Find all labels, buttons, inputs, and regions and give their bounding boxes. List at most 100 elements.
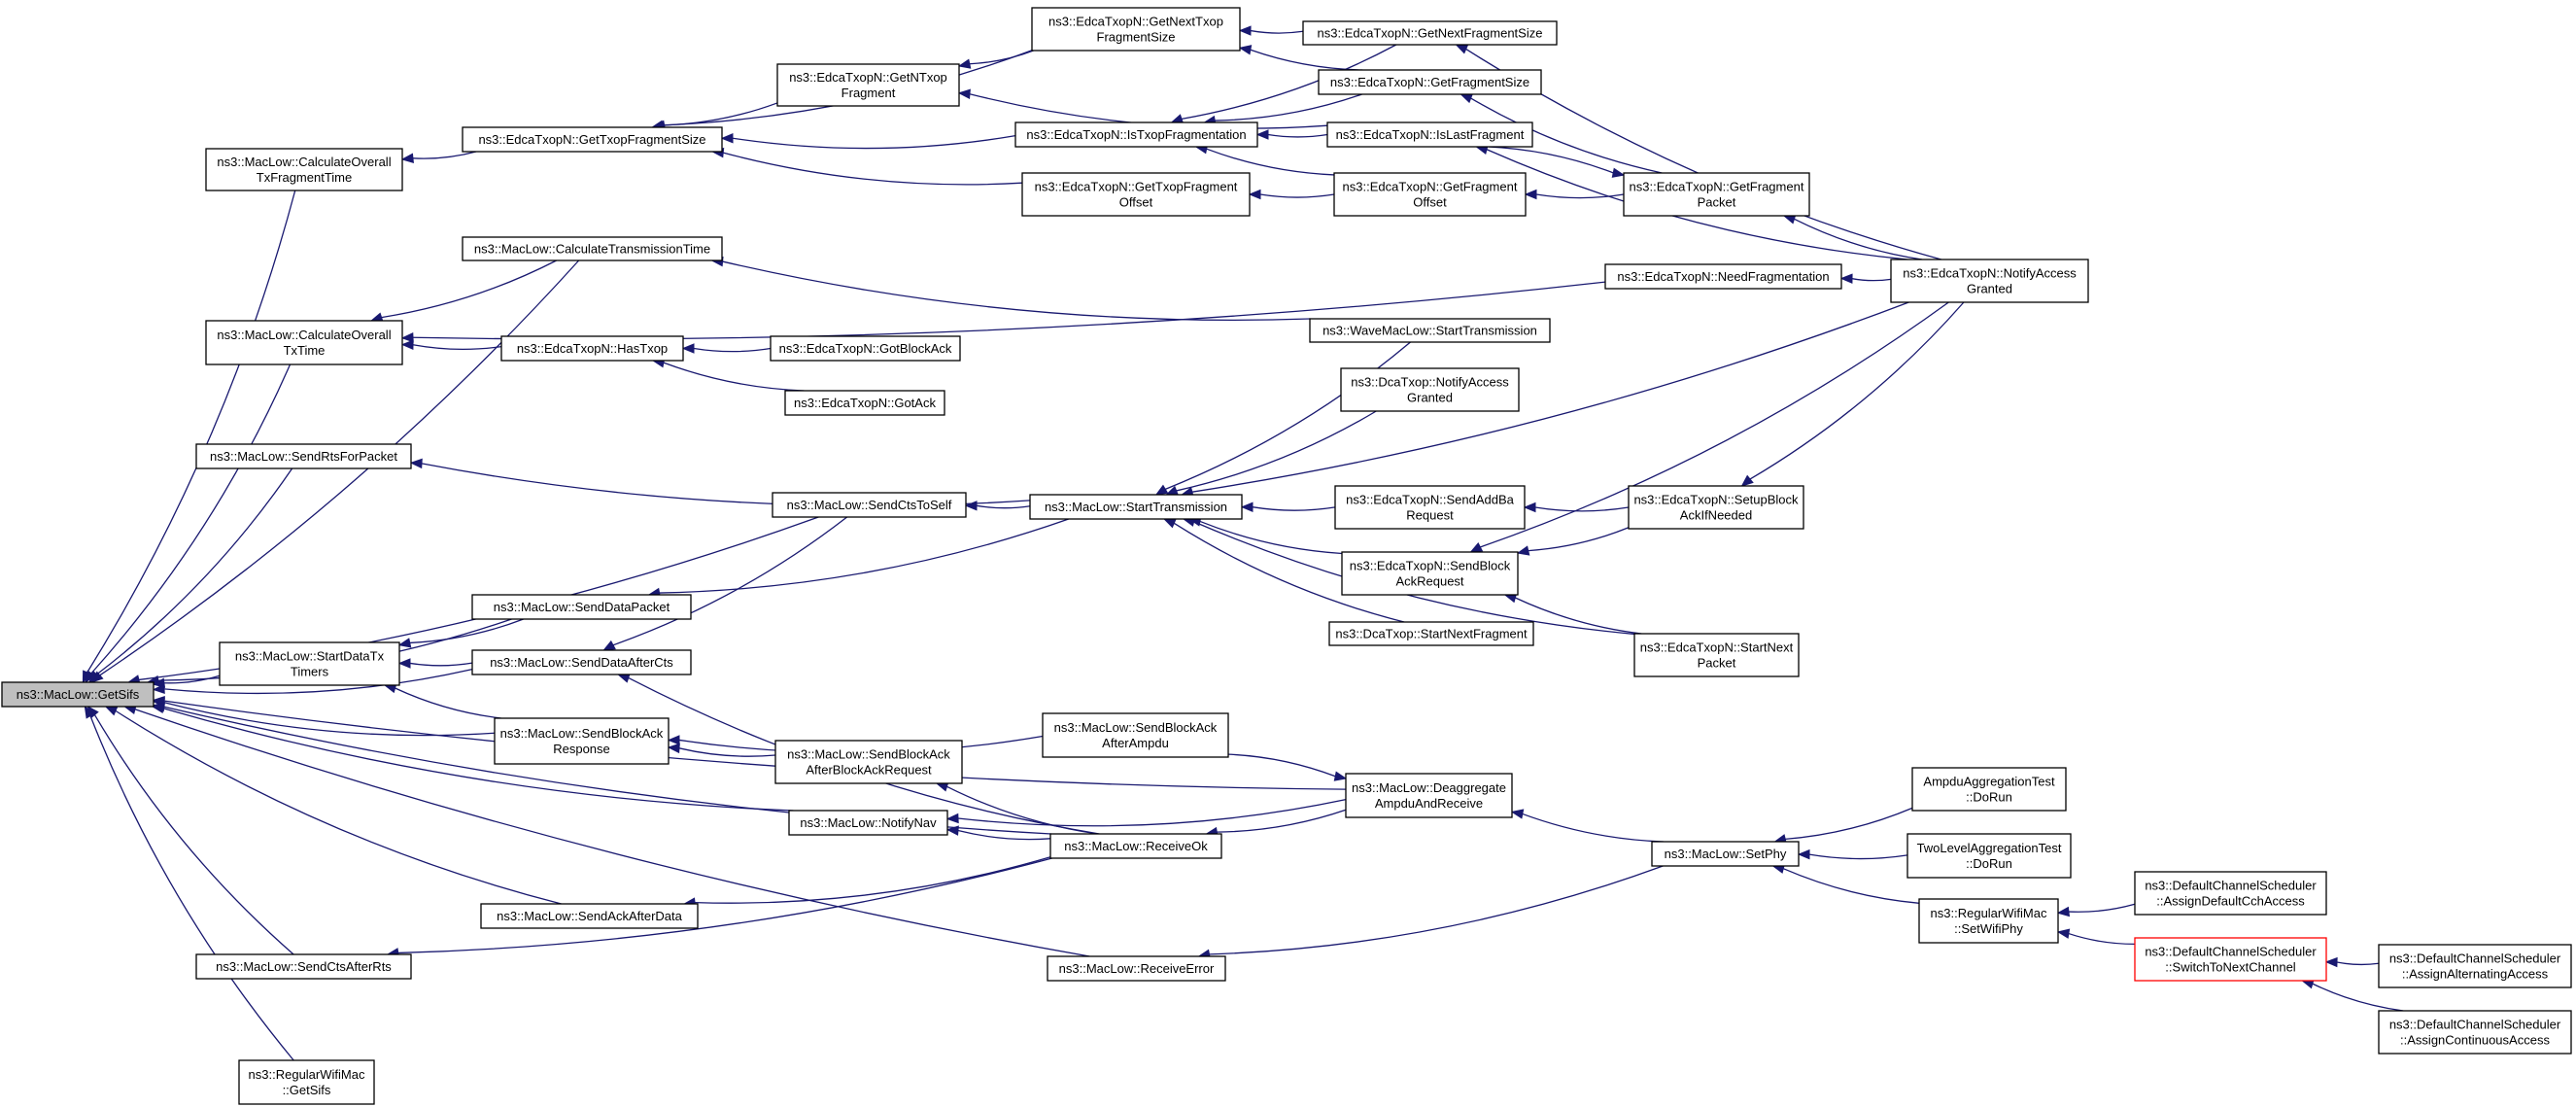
edge-line: [693, 347, 772, 353]
node-ns3-edcatxopn-getfragmentsize[interactable]: ns3::EdcaTxopN::GetFragmentSize: [1318, 69, 1542, 95]
edge-ns3-edcatxopn-notifyaccess-granted-to-ns3-edcatxopn-needfragmentation: [1839, 273, 1892, 284]
edge-ns3-dcatxop-startnextfragment-to-ns3-maclow-starttransmission: [1162, 518, 1405, 623]
node-box: [1651, 841, 1800, 867]
node-box: [788, 810, 948, 836]
edge-ns3-defaultchannelscheduler-assigncontinuousaccess-to-ns3-defaultchannelscheduler-switchtonextchannel: [2301, 979, 2404, 1012]
node-label: Response: [553, 742, 610, 756]
node-ns3-edcatxopn-gotack[interactable]: ns3::EdcaTxopN::GotAck: [784, 390, 945, 416]
node-ns3-regularwifimac-getsifs[interactable]: ns3::RegularWifiMac::GetSifs: [238, 1059, 375, 1105]
node-label: ns3::EdcaTxopN::GotBlockAck: [779, 341, 952, 356]
node-label: Granted: [1967, 282, 2012, 296]
node-ns3-maclow-sendctsafterrts[interactable]: ns3::MacLow::SendCtsAfterRts: [195, 953, 412, 980]
node-ns3-edcatxopn-hastxop[interactable]: ns3::EdcaTxopN::HasTxop: [500, 335, 684, 362]
edge-line: [1480, 301, 1949, 548]
node-ns3-maclow-senddatapacket[interactable]: ns3::MacLow::SendDataPacket: [471, 594, 692, 620]
edge-ns3-edcatxopn-setupblock-ackifneeded-to-ns3-edcatxopn-sendblock-ackrequest: [1516, 527, 1630, 556]
node-ns3-edcatxopn-gotblockack[interactable]: ns3::EdcaTxopN::GotBlockAck: [770, 335, 961, 362]
node-ns3-defaultchannelscheduler-assigndefaultcchaccess[interactable]: ns3::DefaultChannelScheduler::AssignDefa…: [2134, 871, 2327, 916]
node-box: [772, 492, 967, 518]
arrowhead: [1839, 273, 1853, 284]
node-ns3-maclow-sendctstoself[interactable]: ns3::MacLow::SendCtsToSelf: [772, 492, 967, 518]
node-ns3-edcatxopn-gettxopfragmentsize[interactable]: ns3::EdcaTxopN::GetTxopFragmentSize: [462, 126, 723, 153]
edge-ns3-edcatxopn-getfragmentsize-to-ns3-edcatxopn-getnexttxop-fragmentsize: [1238, 45, 1363, 71]
node-label: ns3::MacLow::CalculateOverall: [217, 328, 391, 342]
node-ns3-maclow-getsifs[interactable]: ns3::MacLow::GetSifs: [1, 681, 155, 708]
node-label: ns3::DefaultChannelScheduler: [2389, 951, 2561, 966]
node-ns3-dcatxop-startnextfragment[interactable]: ns3::DcaTxop::StartNextFragment: [1328, 621, 1534, 646]
edge-ns3-edcatxopn-istxopfragmentation-to-ns3-edcatxopn-gettxopfragmentsize: [720, 132, 1016, 150]
edge-line: [412, 151, 477, 159]
node-ns3-maclow-starttransmission[interactable]: ns3::MacLow::StartTransmission: [1029, 494, 1243, 520]
node-ns3-edcatxopn-istxopfragmentation[interactable]: ns3::EdcaTxopN::IsTxopFragmentation: [1014, 121, 1258, 148]
node-ns3-maclow-receiveerror[interactable]: ns3::MacLow::ReceiveError: [1047, 955, 1226, 982]
node-ns3-maclow-senddataaftercts[interactable]: ns3::MacLow::SendDataAfterCts: [471, 649, 692, 675]
arrowhead: [1238, 25, 1252, 36]
edge-ns3-maclow-calculatetransmissiontime-to-ns3-maclow-calculateoverall-txtime: [369, 259, 557, 323]
arrowhead: [681, 343, 695, 354]
node-ns3-regularwifimac-setwifiphy[interactable]: ns3::RegularWifiMac::SetWifiPhy: [1918, 898, 2059, 944]
edge-line: [2336, 961, 2380, 966]
node-ns3-wavemaclow-starttransmission[interactable]: ns3::WaveMacLow::StartTransmission: [1309, 318, 1551, 343]
edge-line: [678, 747, 776, 757]
node-box: [1309, 318, 1551, 343]
node-ns3-edcatxopn-getnextfragmentsize[interactable]: ns3::EdcaTxopN::GetNextFragmentSize: [1302, 20, 1558, 46]
node-label: Request: [1406, 508, 1454, 523]
node-ns3-maclow-calculatetransmissiontime[interactable]: ns3::MacLow::CalculateTransmissionTime: [462, 236, 723, 261]
edge-ns3-edcatxopn-islastfragment-to-ns3-edcatxopn-getfragment-packet: [1488, 146, 1626, 178]
arrowhead: [400, 153, 414, 163]
node-ns3-maclow-notifynav[interactable]: ns3::MacLow::NotifyNav: [788, 810, 948, 836]
node-box: [1340, 367, 1520, 412]
node-ns3-defaultchannelscheduler-assigncontinuousaccess[interactable]: ns3::DefaultChannelScheduler::AssignCont…: [2378, 1010, 2572, 1055]
node-ampduaggregationtest-dorun[interactable]: AmpduAggregationTest::DoRun: [1911, 767, 2067, 812]
node-ns3-maclow-sendblockack-afterblockackrequest[interactable]: ns3::MacLow::SendBlockAckAfterBlockAckRe…: [774, 740, 963, 784]
node-ns3-maclow-sendackafterdata[interactable]: ns3::MacLow::SendAckAfterData: [480, 903, 699, 929]
edge-ns3-maclow-starttransmission-to-ns3-maclow-sendctstoself: [964, 501, 1031, 511]
node-ns3-defaultchannelscheduler-switchtonextchannel[interactable]: ns3::DefaultChannelScheduler::SwitchToNe…: [2134, 937, 2327, 982]
node-ns3-defaultchannelscheduler-assignalternatingaccess[interactable]: ns3::DefaultChannelScheduler::AssignAlte…: [2378, 944, 2572, 988]
node-twolevelaggregationtest-dorun[interactable]: TwoLevelAggregationTest::DoRun: [1906, 833, 2072, 879]
node-ns3-maclow-setphy[interactable]: ns3::MacLow::SetPhy: [1651, 841, 1800, 867]
node-label: FragmentSize: [1097, 30, 1176, 45]
node-label: ::DoRun: [1966, 856, 2012, 871]
edge-ns3-defaultchannelscheduler-switchtonextchannel-to-ns3-regularwifimac-setwifiphy: [2056, 928, 2136, 946]
edge-line: [1522, 813, 1664, 843]
node-box: [2378, 944, 2572, 988]
node-box: [1318, 69, 1542, 95]
arrowhead: [152, 683, 165, 695]
node-ns3-edcatxopn-needfragmentation[interactable]: ns3::EdcaTxopN::NeedFragmentation: [1604, 263, 1842, 290]
node-ns3-edcatxopn-islastfragment[interactable]: ns3::EdcaTxopN::IsLastFragment: [1326, 121, 1533, 148]
node-ns3-maclow-sendrtsforpacket[interactable]: ns3::MacLow::SendRtsForPacket: [195, 443, 412, 469]
edge-line: [96, 467, 293, 675]
node-box: [462, 236, 723, 261]
edge-ns3-edcatxopn-islastfragment-to-ns3-edcatxopn-istxopfragmentation: [1255, 129, 1328, 140]
edge-line: [732, 134, 1016, 150]
node-label: ns3::EdcaTxopN::GetTxopFragment: [1035, 180, 1238, 194]
edge-ns3-wavemaclow-starttransmission-to-ns3-maclow-calculatetransmissiontime: [710, 256, 1311, 321]
node-ns3-maclow-calculateoverall-txfragmenttime[interactable]: ns3::MacLow::CalculateOverallTxFragmentT…: [205, 148, 403, 191]
edge-line: [134, 709, 1090, 957]
edge-ns3-maclow-deaggregate-ampduandreceive-to-ns3-maclow-receiveok: [1205, 809, 1347, 838]
node-label: ns3::EdcaTxopN::StartNext: [1640, 640, 1794, 655]
edge-line: [663, 362, 805, 392]
node-label: ns3::RegularWifiMac: [1931, 906, 2047, 920]
node-label: ns3::EdcaTxopN::NotifyAccess: [1903, 266, 2077, 281]
node-label: Offset: [1413, 195, 1447, 210]
node-ns3-maclow-receiveok[interactable]: ns3::MacLow::ReceiveOk: [1049, 833, 1222, 859]
node-box: [1042, 712, 1229, 758]
